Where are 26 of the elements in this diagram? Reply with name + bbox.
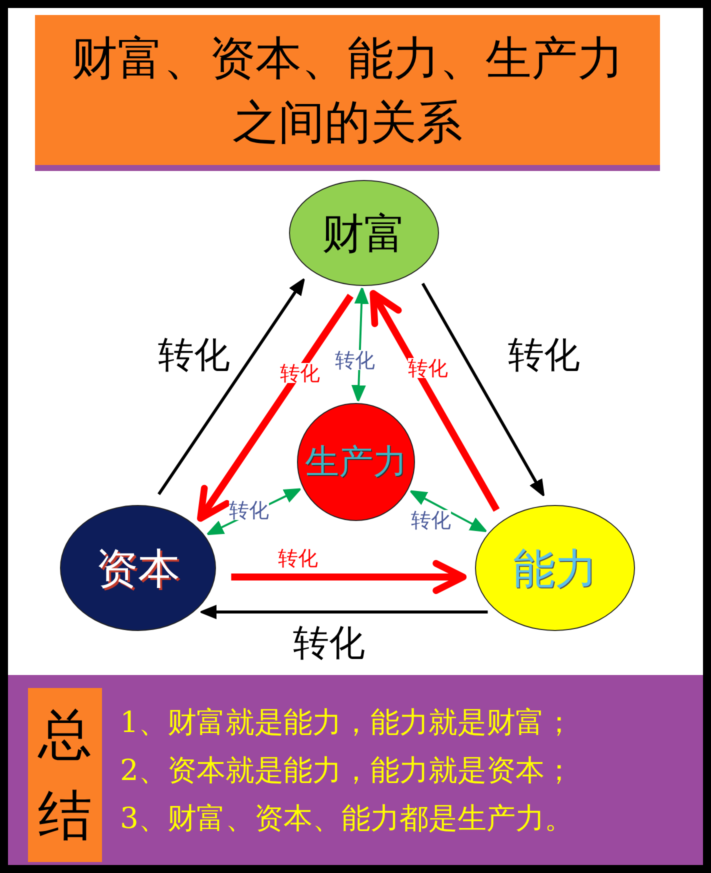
- summary-box: [28, 688, 102, 862]
- edge-label: 转化: [229, 500, 269, 520]
- arrow: [421, 282, 545, 497]
- edge-label: 转化: [408, 358, 448, 378]
- arrow: [197, 294, 354, 522]
- summary-line: 3、财富、资本、能力都是生产力。: [120, 804, 574, 833]
- summary-line: 1、财富就是能力，能力就是财富；: [120, 708, 574, 737]
- arrow: [158, 278, 305, 496]
- arrow: [410, 490, 488, 532]
- title: 财富、资本、能力、生产力之间的关系: [70, 30, 624, 151]
- node-label: 生产力: [305, 440, 407, 484]
- arrow: [370, 290, 500, 512]
- summary-line: 2、资本就是能力，能力就是资本；: [120, 756, 574, 785]
- edge-label: 转化: [508, 338, 580, 374]
- edge-label: 转化: [158, 338, 230, 374]
- edge-label: 转化: [411, 510, 451, 530]
- node-label: 能力: [513, 542, 597, 594]
- node-label: 总结: [38, 702, 92, 849]
- arrow: [231, 560, 467, 594]
- edge-label: 转化: [293, 626, 365, 662]
- edge-label: 转化: [278, 548, 318, 568]
- arrow: [200, 604, 488, 620]
- edge-label: 转化: [280, 363, 320, 383]
- node-label: 财富: [322, 208, 406, 260]
- node-label: 资本: [96, 542, 180, 594]
- edge-label: 转化: [335, 350, 375, 370]
